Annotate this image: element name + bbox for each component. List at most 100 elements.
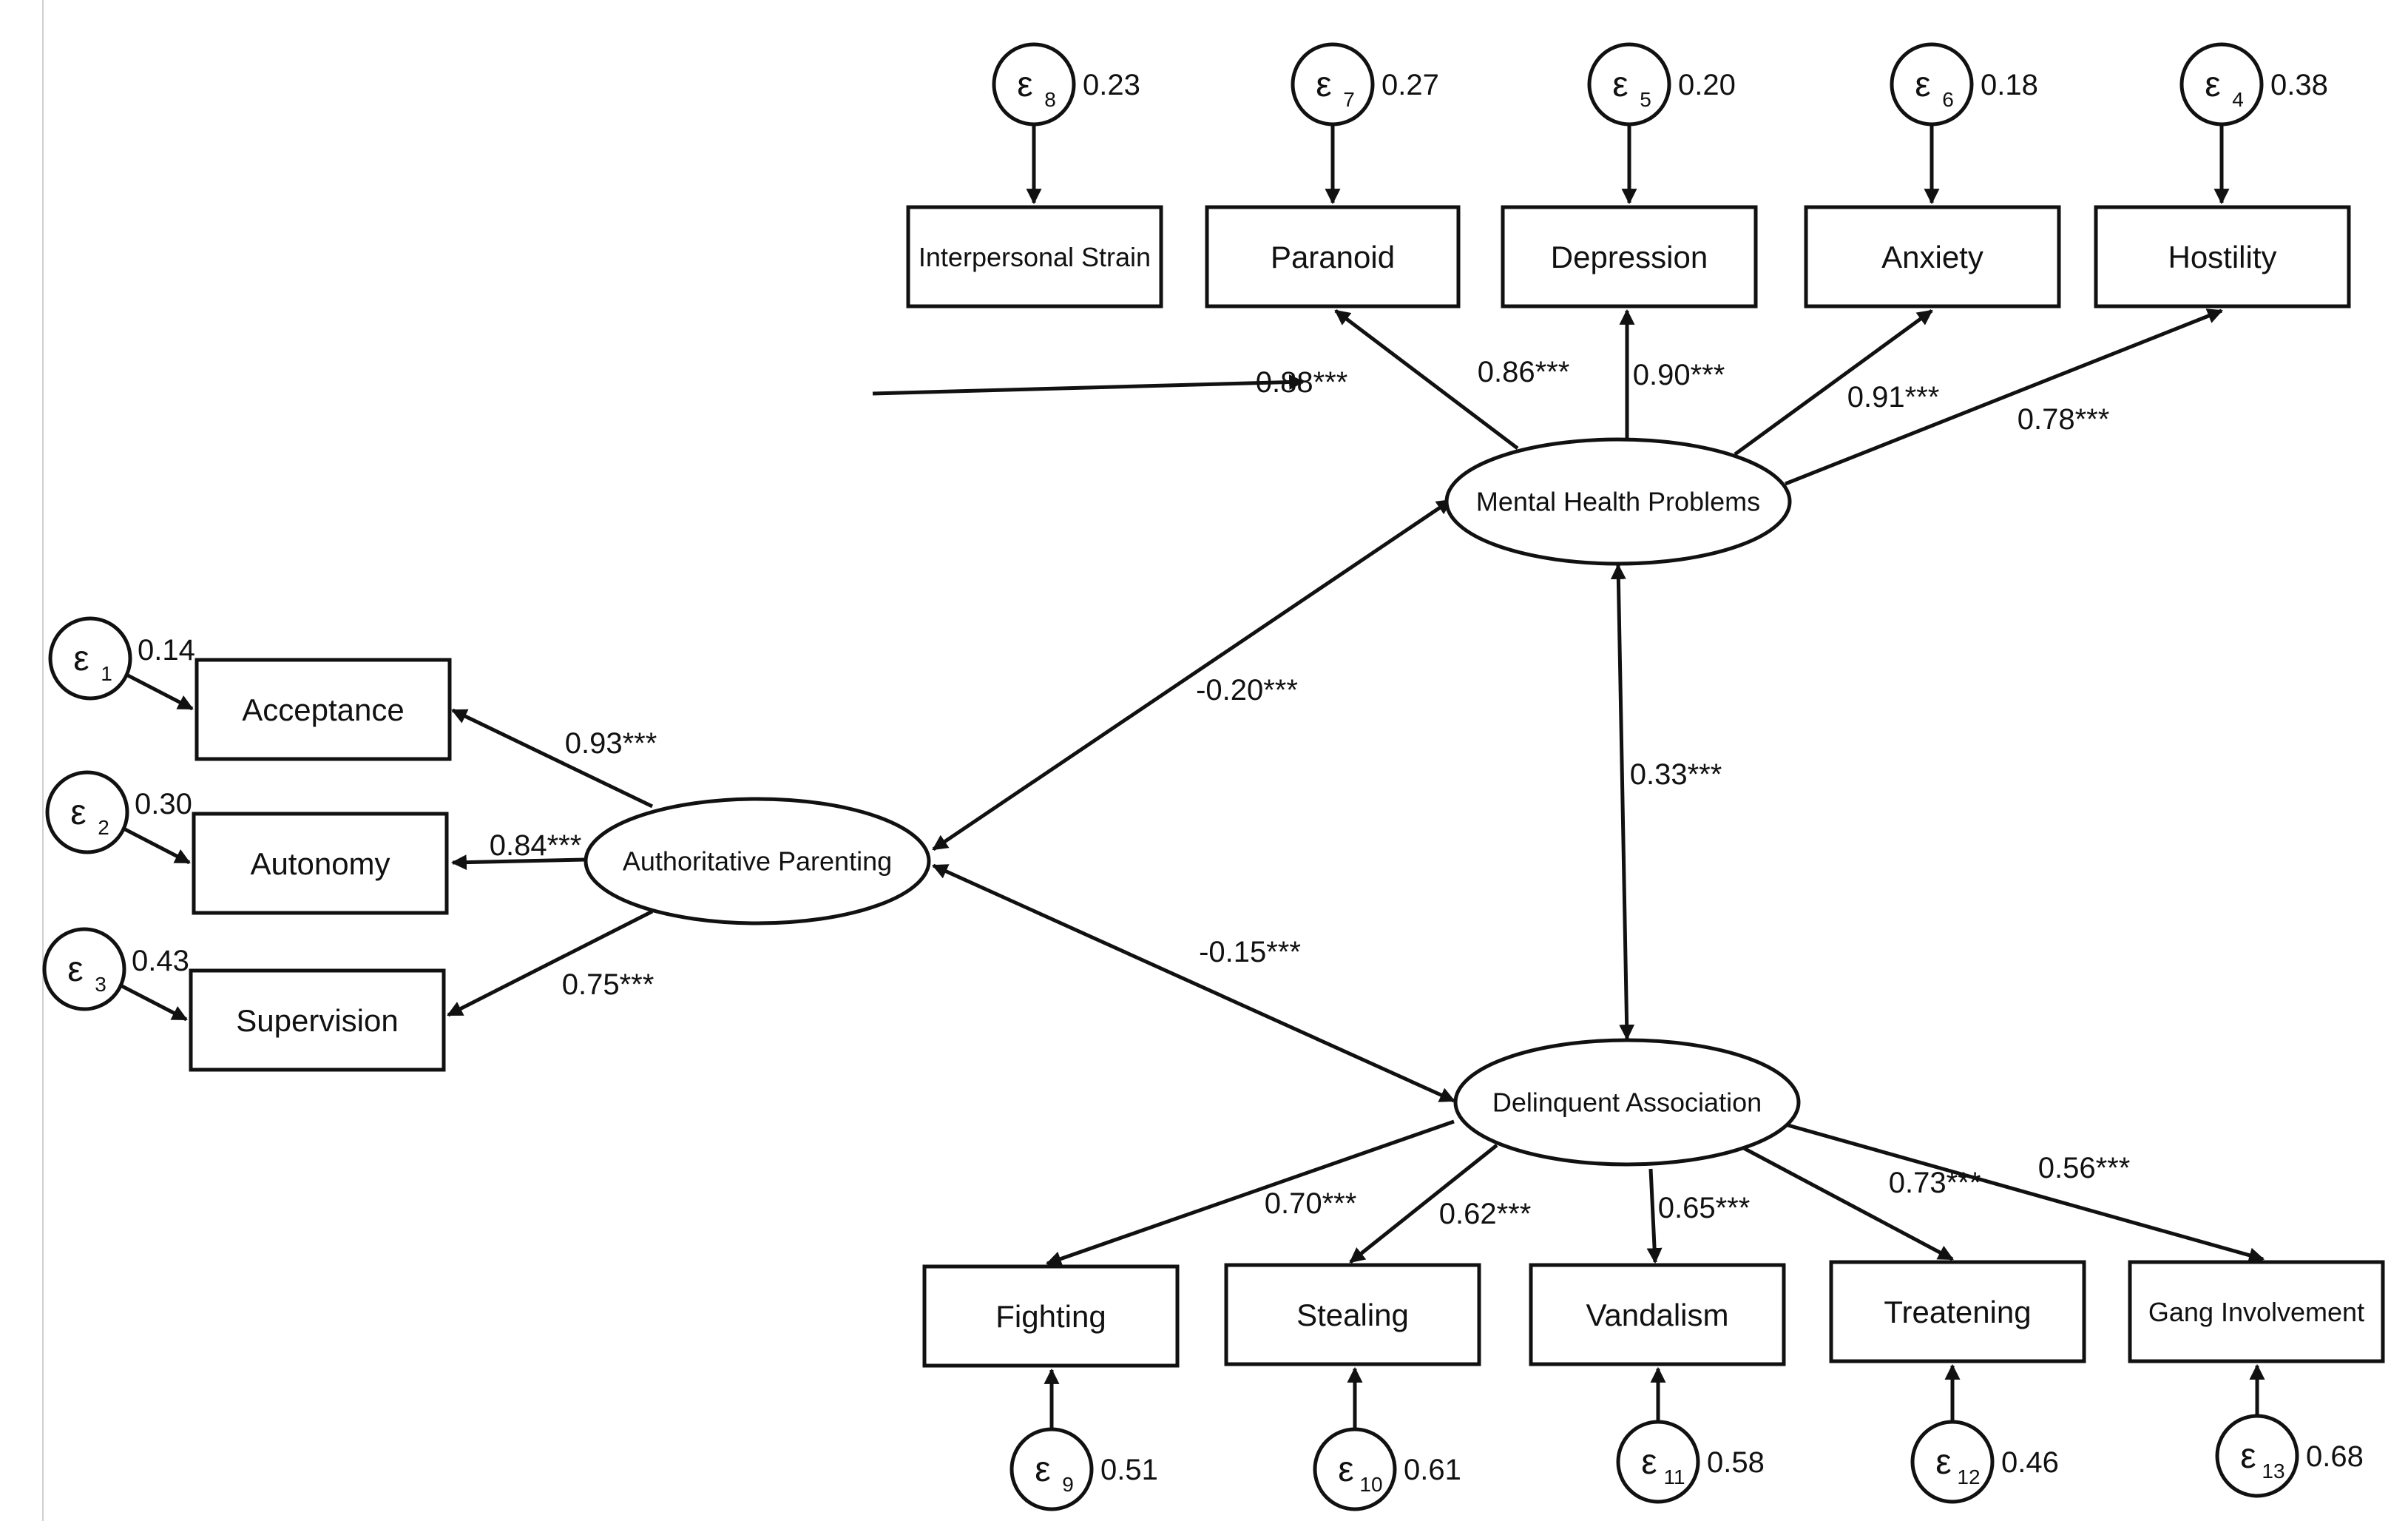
latent-ellipse-da [1453,1038,1801,1167]
error-circle-stealing [1313,1427,1397,1511]
error-index-treatening: 12 [1957,1466,1980,1488]
loading-path-paranoid [1334,309,1519,450]
error-circle-hostility [2179,42,2264,127]
covariance-value-ap_da: -0.15*** [1199,936,1301,968]
loading-path-acceptance [451,708,654,809]
indicator-box-vandalism [1529,1263,1786,1366]
indicator-label-interpersonal: Interpersonal Strain [919,242,1151,272]
error-circle-gang [2215,1414,2299,1498]
error-symbol-gang: ε [2240,1437,2256,1476]
error-symbol-treatening: ε [1935,1443,1951,1482]
error-circle-autonomy [45,770,129,854]
loading-path-interpersonal [872,374,1305,396]
error-variance-vandalism: 0.58 [1707,1446,1765,1479]
indicator-box-hostility [2094,205,2351,308]
loading-path-autonomy [450,854,586,871]
error-variance-depression: 0.20 [1678,69,1736,101]
error-variance-acceptance: 0.14 [138,634,195,667]
error-index-fighting: 9 [1062,1473,1074,1496]
nodes-layer [42,42,2385,1511]
error-symbol-supervision: ε [67,950,83,989]
loading-value-depression: 0.90*** [1633,359,1725,391]
indicator-label-anxiety: Anxiety [1881,240,1983,274]
error-symbol-acceptance: ε [73,639,89,678]
error-variance-interpersonal: 0.23 [1083,69,1140,101]
loading-value-fighting: 0.70*** [1265,1187,1357,1220]
covariance-value-mhp_da: 0.33*** [1630,758,1722,791]
indicator-label-paranoid: Paranoid [1271,240,1395,274]
error-variance-paranoid: 0.27 [1381,69,1439,101]
indicator-box-interpersonal [906,205,1163,308]
error-circle-vandalism [1616,1420,1700,1504]
error-circle-fighting [1009,1427,1094,1511]
indicator-label-gang: Gang Involvement [2148,1297,2364,1327]
error-symbol-paranoid: ε [1316,65,1331,104]
error-symbol-fighting: ε [1035,1450,1050,1489]
indicator-label-treatening: Treatening [1884,1295,2031,1329]
indicator-label-hostility: Hostility [2168,240,2276,274]
error-symbol-stealing: ε [1338,1450,1353,1489]
error-variance-stealing: 0.61 [1404,1454,1461,1486]
error-index-acceptance: 1 [101,662,112,685]
indicator-box-supervision [189,968,446,1072]
error-path-autonomy [114,822,191,865]
error-variance-fighting: 0.51 [1100,1454,1158,1486]
loading-value-hostility: 0.78*** [2018,403,2110,436]
error-index-hostility: 4 [2232,88,2244,111]
loading-value-vandalism: 0.65*** [1658,1192,1751,1224]
error-circle-depression [1587,42,1671,127]
indicator-box-gang [2128,1260,2385,1363]
indicator-label-fighting: Fighting [995,1299,1106,1334]
loading-value-interpersonal: 0.88*** [1256,366,1348,399]
error-index-supervision: 3 [95,973,106,996]
error-variance-treatening: 0.46 [2001,1446,2059,1479]
loading-path-treatening [1739,1144,1954,1261]
error-symbol-hostility: ε [2205,65,2220,104]
error-symbol-vandalism: ε [1641,1443,1657,1482]
error-path-supervision [111,979,188,1022]
error-variance-gang: 0.68 [2306,1440,2364,1473]
indicator-label-vandalism: Vandalism [1586,1298,1729,1332]
indicator-box-paranoid [1205,205,1461,308]
error-circle-acceptance [48,616,132,701]
indicator-box-treatening [1829,1260,2086,1363]
loading-value-paranoid: 0.86*** [1478,356,1570,388]
error-index-interpersonal: 8 [1044,88,1056,111]
loading-path-gang [1785,1122,2265,1263]
latent-label-mhp: Mental Health Problems [1476,487,1760,517]
loading-path-hostility [1785,308,2223,486]
loading-value-supervision: 0.75*** [562,968,655,1001]
error-index-paranoid: 7 [1343,88,1355,111]
indicator-box-anxiety [1804,205,2061,308]
error-circle-anxiety [1890,42,1974,127]
indicator-label-acceptance: Acceptance [242,692,404,727]
error-index-autonomy: 2 [98,816,109,839]
indicator-box-depression [1501,205,1758,308]
covariance-path-ap_da [932,863,1455,1103]
error-variance-anxiety: 0.18 [1981,69,2038,101]
error-variance-hostility: 0.38 [2270,69,2328,101]
latent-label-da: Delinquent Association [1492,1087,1762,1118]
indicator-label-stealing: Stealing [1296,1298,1409,1332]
loading-value-stealing: 0.62*** [1439,1198,1532,1230]
indicator-label-supervision: Supervision [236,1003,398,1038]
indicator-label-autonomy: Autonomy [250,846,390,881]
error-symbol-autonomy: ε [70,793,86,832]
latent-label-ap: Authoritative Parenting [623,846,892,877]
indicator-box-stealing [1224,1263,1481,1366]
loading-value-autonomy: 0.84*** [490,829,582,862]
covariance-value-ap_mhp: -0.20*** [1196,674,1298,706]
loading-path-vandalism [1646,1168,1663,1264]
loading-value-treatening: 0.73*** [1889,1167,1981,1199]
loading-value-gang: 0.56*** [2038,1152,2131,1184]
loading-path-supervision [447,909,654,1017]
error-index-depression: 5 [1640,88,1651,111]
error-symbol-anxiety: ε [1915,65,1930,104]
indicator-box-acceptance [195,658,452,761]
indicator-box-autonomy [192,812,449,915]
loading-value-anxiety: 0.91*** [1847,381,1940,414]
indicator-box-fighting [922,1264,1180,1368]
latent-ellipse-mhp [1444,437,1792,566]
